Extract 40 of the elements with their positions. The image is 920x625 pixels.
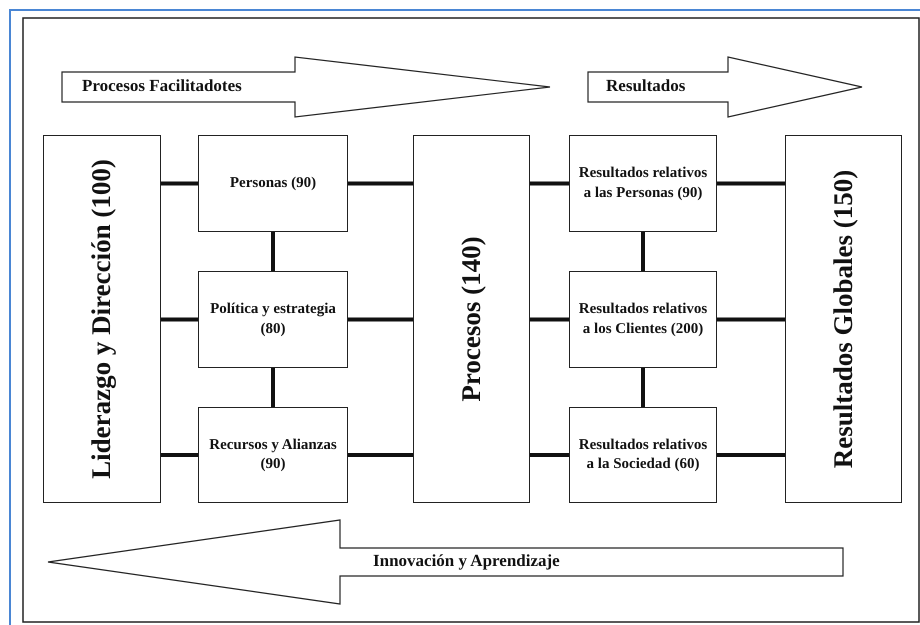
box-label: Política y estrategia (80): [209, 300, 337, 338]
connector-line: [348, 182, 413, 186]
connector-line: [348, 453, 413, 457]
box-label: Resultados relativos a la Sociedad (60): [578, 436, 708, 474]
box-label: Procesos (140): [454, 235, 487, 404]
arrow-label: Procesos Facilitadotes: [82, 76, 242, 96]
arrow-label: Resultados: [606, 76, 686, 96]
vertical-box: [43, 135, 161, 503]
connector-line: [271, 232, 275, 271]
process-box: [569, 407, 717, 503]
block-arrow: [48, 520, 843, 604]
connector-line: [161, 182, 198, 186]
arrow-label: Innovación y Aprendizaje: [373, 551, 560, 571]
box-label: Liderazgo y Dirección (100): [85, 158, 118, 481]
box-label: Resultados relativos a los Clientes (200): [578, 300, 708, 338]
process-box: [569, 271, 717, 368]
connector-line: [348, 318, 413, 322]
connector-line: [717, 182, 785, 186]
process-box: [198, 271, 348, 368]
block-arrow: [62, 57, 550, 117]
box-label: Resultados Globales (150): [826, 168, 859, 470]
connector-line: [530, 318, 569, 322]
connector-line: [641, 368, 645, 407]
connector-line: [641, 232, 645, 271]
connector-line: [717, 318, 785, 322]
box-label: Recursos y Alianzas (90): [208, 436, 338, 474]
process-box: [198, 135, 348, 232]
connector-line: [161, 318, 198, 322]
connector-line: [161, 453, 198, 457]
vertical-box: [413, 135, 530, 503]
box-label: Resultados relativos a las Personas (90): [578, 164, 708, 202]
connector-line: [530, 453, 569, 457]
block-arrow: [588, 57, 862, 117]
process-box: [569, 135, 717, 232]
connector-line: [717, 453, 785, 457]
process-box: [198, 407, 348, 503]
vertical-box: [785, 135, 902, 503]
connector-line: [530, 182, 569, 186]
box-label: Personas (90): [228, 174, 318, 193]
connector-line: [271, 368, 275, 407]
